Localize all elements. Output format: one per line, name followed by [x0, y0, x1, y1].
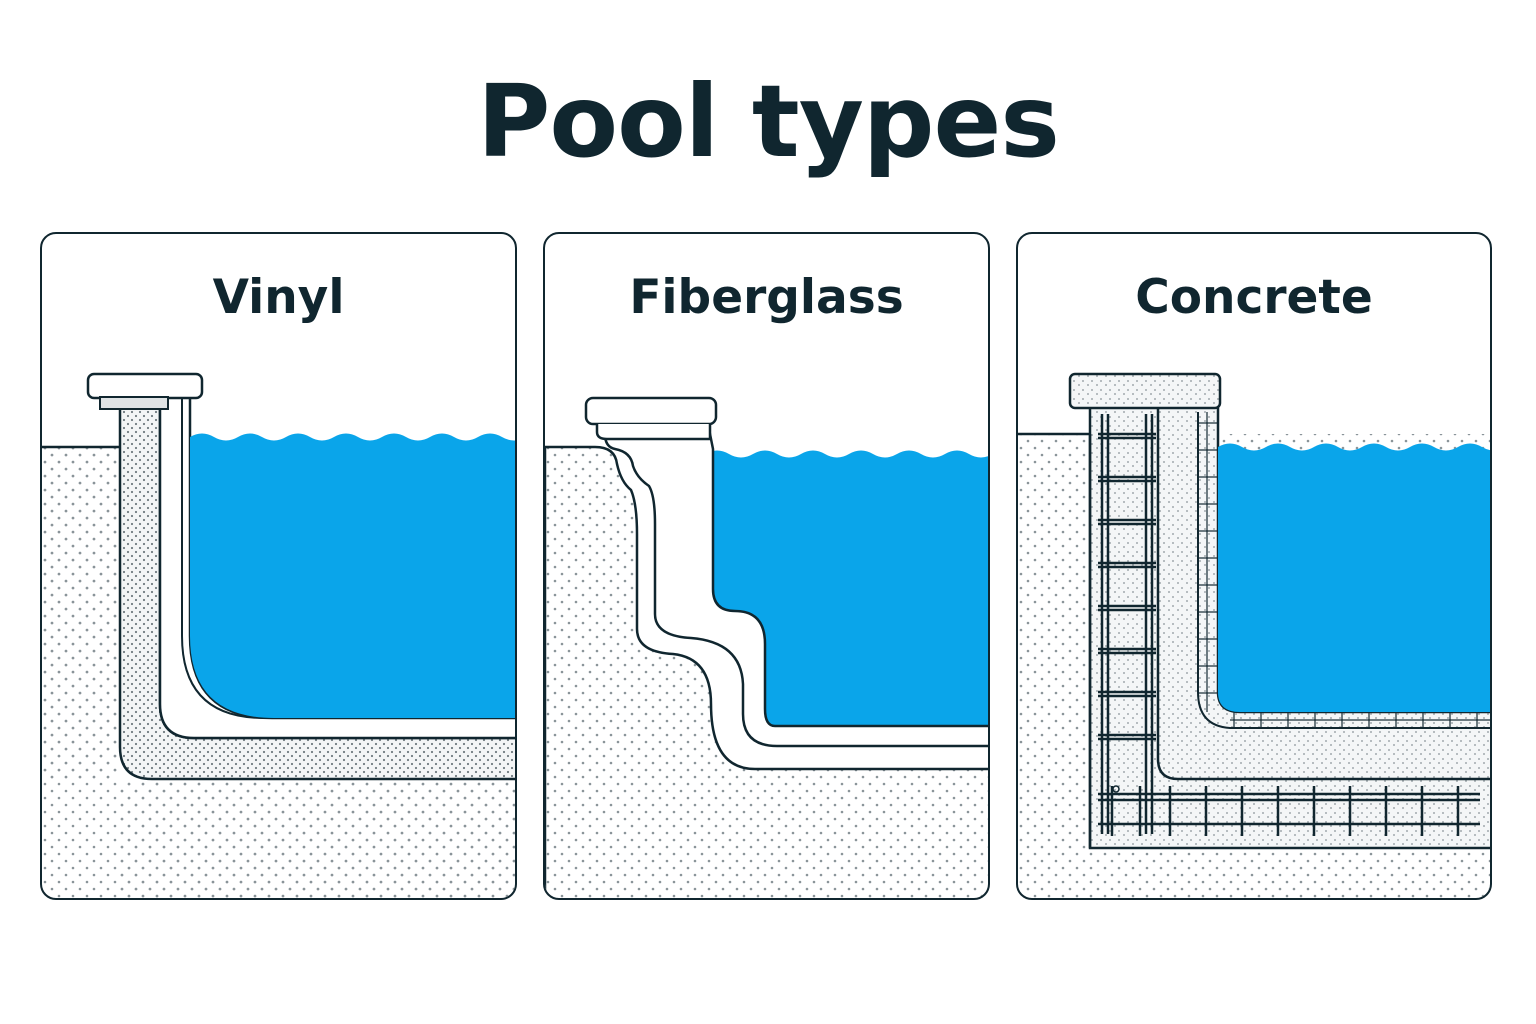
vinyl-coping-cap: [86, 372, 204, 400]
vinyl-panel: Vinyl: [40, 232, 517, 900]
concrete-panel-title: Concrete: [1135, 270, 1373, 325]
vinyl-liner: [181, 396, 265, 719]
fiberglass-panel: Fiberglass: [543, 232, 990, 900]
vinyl-diagram: [42, 372, 515, 898]
concrete-coping: [1068, 372, 1222, 410]
concrete-water: [1218, 443, 1490, 712]
fiberglass-coping-cap: [584, 396, 718, 426]
concrete-rebar-rungs: [1098, 432, 1156, 741]
fiberglass-coping-step: [595, 424, 712, 441]
concrete-shell-inner: [1156, 406, 1490, 781]
fiberglass-diagram: [545, 396, 988, 898]
vinyl-coping-base: [99, 396, 169, 410]
concrete-rebar-vertical: [1100, 414, 1154, 834]
concrete-diagram: [1018, 372, 1490, 898]
vinyl-soil-left: [42, 447, 120, 898]
fiberglass-shell: [603, 432, 988, 748]
fiberglass-panel-title: Fiberglass: [629, 270, 904, 325]
concrete-tile-strip-wall: [1198, 412, 1218, 712]
concrete-panel: Concrete: [1016, 232, 1492, 900]
fiberglass-water: [705, 449, 988, 726]
fiberglass-soil: [545, 445, 988, 898]
page-title: Pool types: [477, 63, 1060, 180]
concrete-rebar-ties: [1110, 786, 1460, 836]
concrete-tile-strip-floor: [1230, 712, 1490, 728]
vinyl-panel-title: Vinyl: [212, 270, 345, 325]
vinyl-water: [190, 433, 515, 718]
concrete-rebar-horizontal: [1098, 792, 1480, 826]
vinyl-soil-bottom: [120, 782, 515, 898]
